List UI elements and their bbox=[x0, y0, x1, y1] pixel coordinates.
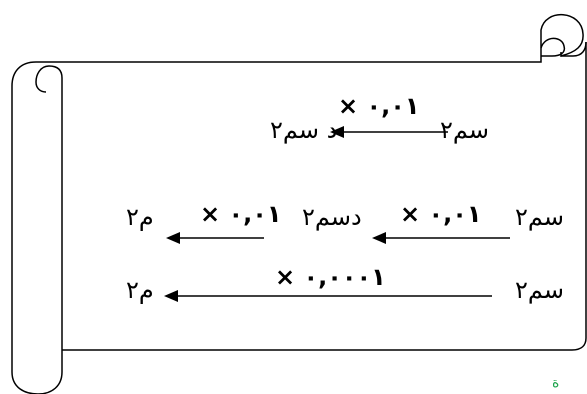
row3-operation: × ٠,٠٠٠١ bbox=[275, 263, 386, 291]
row2-middle-unit: دسم٢ bbox=[302, 203, 362, 231]
corner-mark: ﺓ bbox=[552, 375, 560, 391]
row2-left-operation: × ٠,٠١ bbox=[200, 200, 282, 228]
row3-left-unit: م٢ bbox=[126, 276, 154, 304]
row3-right-unit: سم٢ bbox=[515, 276, 564, 304]
row1-right-unit: سم٢ bbox=[440, 116, 489, 144]
row2-right-operation: × ٠,٠١ bbox=[400, 200, 482, 228]
row2-left-unit: م٢ bbox=[126, 203, 154, 231]
row1-operation: × ٠,٠١ bbox=[338, 92, 420, 120]
row2-left-arrow bbox=[166, 232, 264, 244]
row2-right-unit: سم٢ bbox=[515, 203, 564, 231]
row2-right-arrow bbox=[372, 232, 510, 244]
row1-left-unit: د سم٢ bbox=[270, 116, 338, 144]
row1-arrow bbox=[330, 126, 448, 138]
row3-arrow bbox=[164, 290, 492, 302]
